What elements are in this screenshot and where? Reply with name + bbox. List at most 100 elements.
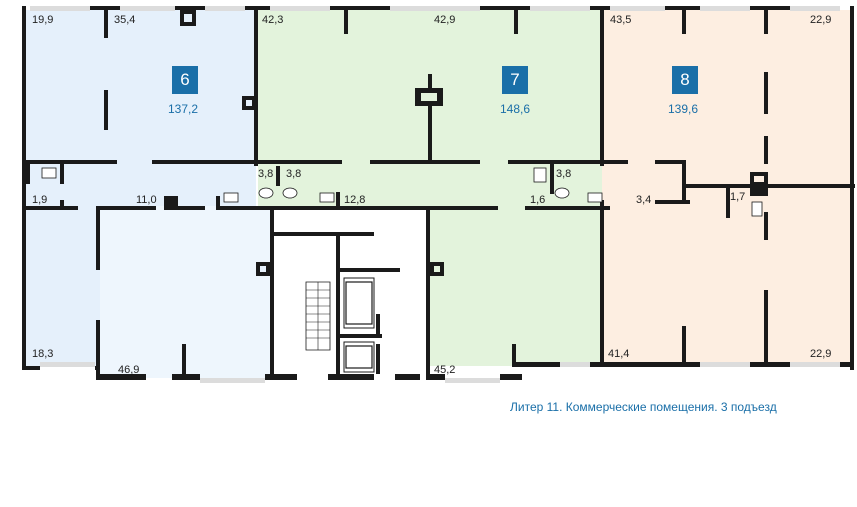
room-area-label: 46,9 <box>118 364 140 376</box>
unit-7-area: 148,6 <box>500 102 531 116</box>
window <box>445 378 500 383</box>
unit-6-badge: 6 <box>172 66 198 94</box>
room-area-label: 42,3 <box>262 14 284 26</box>
room-area-label: 22,9 <box>810 348 832 360</box>
room-area-label: 43,5 <box>610 14 632 26</box>
sink-icon <box>41 167 57 179</box>
wall <box>246 100 252 106</box>
wall <box>175 206 205 210</box>
plan-caption: Литер 11. Коммерческие помещения. 3 подъ… <box>510 400 777 414</box>
room-area-label: 19,9 <box>32 14 54 26</box>
stair-treads <box>306 282 330 350</box>
room-area-label: 3,8 <box>258 168 274 180</box>
walls <box>22 6 855 380</box>
room-area-label: 1,6 <box>530 194 546 206</box>
room-area-label: 42,9 <box>434 14 456 26</box>
wall <box>254 6 258 166</box>
wall <box>682 6 686 34</box>
room-area-label: 12,8 <box>344 194 366 206</box>
window <box>530 6 590 11</box>
wall <box>175 6 205 10</box>
wall <box>164 196 178 210</box>
wall <box>336 236 340 374</box>
wall <box>655 160 685 164</box>
stairwell <box>274 232 400 374</box>
window <box>270 6 330 11</box>
wall <box>764 212 768 240</box>
elevator-cab <box>345 281 373 325</box>
wall <box>508 160 628 164</box>
wall <box>685 184 855 188</box>
wall <box>328 374 374 380</box>
wall <box>550 164 554 194</box>
wall <box>330 6 390 10</box>
window <box>700 362 750 367</box>
room-area-label: 11,0 <box>136 194 157 206</box>
wall <box>336 192 340 208</box>
wall <box>182 344 186 380</box>
window <box>30 6 90 11</box>
wall <box>265 374 297 380</box>
wall <box>682 160 686 200</box>
room-area-label: 3,8 <box>556 168 572 180</box>
wall <box>274 232 374 236</box>
wall <box>104 90 108 130</box>
room-area-label: 1,7 <box>730 191 746 203</box>
wall <box>26 164 30 184</box>
room-area-label: 41,4 <box>608 348 630 360</box>
wall <box>600 6 604 166</box>
window <box>790 362 840 367</box>
wall <box>600 200 604 366</box>
wall <box>96 206 100 270</box>
wall <box>514 6 518 34</box>
wall <box>270 206 274 380</box>
wall <box>750 6 790 10</box>
window <box>700 6 750 11</box>
unit-8-area: 139,6 <box>668 102 699 116</box>
wall <box>336 334 382 338</box>
fixtures <box>41 167 763 217</box>
unit-7-badge: 7 <box>502 66 528 94</box>
toilet-icon <box>554 187 570 199</box>
toilet-icon <box>258 187 274 199</box>
wall <box>434 266 440 272</box>
wall <box>428 374 445 380</box>
wall <box>764 72 768 114</box>
window <box>40 362 95 367</box>
wall <box>22 160 117 164</box>
window <box>610 6 665 11</box>
room-area-label: 1,9 <box>32 194 48 206</box>
wall <box>216 196 220 210</box>
wall <box>96 374 146 380</box>
unit-6-area: 137,2 <box>168 102 199 116</box>
wall <box>22 206 78 210</box>
unit-7-lower-fill <box>430 206 602 366</box>
wall <box>344 6 348 34</box>
wall <box>22 6 26 370</box>
wall <box>512 344 516 366</box>
sink-icon <box>533 167 547 183</box>
windows <box>30 6 840 383</box>
wall <box>96 206 156 210</box>
wall <box>421 93 437 101</box>
wall <box>764 6 768 34</box>
window <box>560 362 590 367</box>
wall <box>336 268 400 272</box>
window <box>200 378 265 383</box>
wall <box>525 206 610 210</box>
sink-icon <box>751 201 763 217</box>
room-area-label: 18,3 <box>32 348 54 360</box>
wall <box>480 6 530 10</box>
wall <box>96 320 100 380</box>
wall <box>764 290 768 366</box>
sink-icon <box>223 192 239 203</box>
room-area-label: 3,4 <box>636 194 652 206</box>
window <box>790 6 840 11</box>
wall <box>682 326 686 366</box>
wall <box>22 366 40 370</box>
wall <box>376 344 380 374</box>
room-area-label: 3,8 <box>286 168 302 180</box>
elevator-shaft <box>343 277 375 329</box>
window <box>120 6 175 11</box>
